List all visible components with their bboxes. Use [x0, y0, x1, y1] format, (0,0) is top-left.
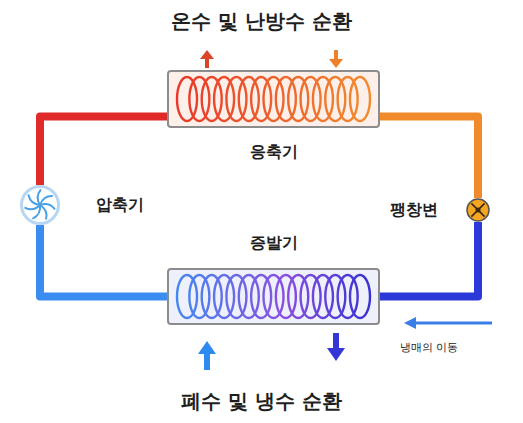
- coil-winding: [177, 275, 197, 318]
- coil-winding: [226, 275, 246, 318]
- coil-winding: [251, 275, 271, 318]
- valve-center: [476, 208, 481, 213]
- coil-winding: [338, 77, 358, 121]
- expansion-valve-symbol: 팽창변: [466, 198, 490, 222]
- coil-winding: [350, 77, 370, 121]
- cold-water-out-arrow: [327, 333, 345, 361]
- refrigerant-pipe: [40, 225, 167, 297]
- hot-water-out-arrow: [200, 50, 214, 68]
- evaporator-coil-art: [167, 268, 380, 325]
- hot-water-return-arrow: [329, 50, 343, 68]
- refrigerant-pipe: [380, 222, 478, 297]
- condenser-coil: 응축기: [167, 70, 380, 128]
- coil-winding: [189, 77, 209, 121]
- refrigerant-pipe: [380, 116, 478, 198]
- coil-winding: [350, 275, 370, 318]
- coil-winding: [288, 77, 308, 121]
- waste-water-in-arrow: [198, 341, 216, 370]
- coil-winding: [325, 275, 345, 318]
- component-name: 응축기: [250, 142, 298, 163]
- coil-housing: [168, 269, 379, 324]
- coil-winding: [214, 275, 234, 318]
- compressor-symbol-art: [20, 185, 60, 225]
- valve-cross: [471, 203, 484, 216]
- compressor-casing: [22, 187, 59, 224]
- coil-winding: [264, 77, 284, 121]
- compressor-blade: [33, 190, 48, 205]
- coil-housing: [168, 71, 379, 127]
- coil-winding: [288, 275, 308, 318]
- coil-winding: [276, 275, 296, 318]
- coil-winding: [251, 77, 271, 121]
- coil-winding: [276, 77, 296, 121]
- refrigerant-direction-arrow: [404, 317, 492, 329]
- condenser-coil-art: [167, 70, 380, 128]
- coil-winding: [338, 275, 358, 318]
- hot-water-circulation-label: 온수 및 난방수 순환: [0, 8, 523, 35]
- component-name: 압축기: [96, 195, 144, 216]
- coil-winding: [301, 275, 321, 318]
- coil-winding: [325, 77, 345, 121]
- evaporator-coil: 증발기: [167, 268, 380, 325]
- coil-winding: [214, 77, 234, 121]
- coil-winding: [313, 77, 333, 121]
- compressor-symbol: 압축기: [20, 185, 60, 225]
- coil-winding: [189, 275, 209, 318]
- component-name: 팽창변: [390, 200, 438, 221]
- refrigerant-pipe: [40, 116, 167, 185]
- valve-body: [467, 199, 489, 221]
- component-name: 증발기: [250, 233, 298, 254]
- refrigerant-flow-label: 냉매의 이동: [400, 340, 459, 355]
- coil-winding: [313, 275, 333, 318]
- coil-winding: [239, 77, 259, 121]
- coil-winding: [301, 77, 321, 121]
- expansion-valve-symbol-art: [466, 198, 490, 222]
- coil-winding: [202, 77, 222, 121]
- coil-winding: [177, 77, 197, 121]
- coil-winding: [239, 275, 259, 318]
- coil-winding: [226, 77, 246, 121]
- coil-winding: [264, 275, 284, 318]
- waste-water-circulation-label: 폐수 및 냉수 순환: [0, 388, 523, 415]
- coil-winding: [202, 275, 222, 318]
